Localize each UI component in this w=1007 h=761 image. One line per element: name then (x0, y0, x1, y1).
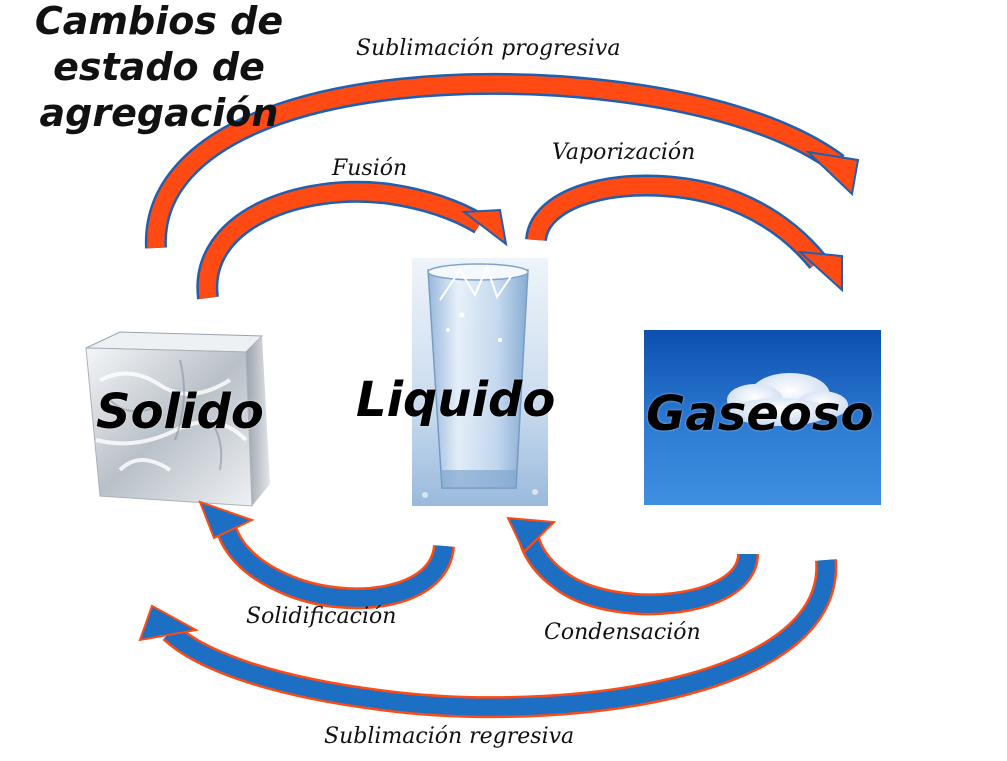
solid-label: Solido (96, 384, 264, 440)
fusion-label: Fusión (332, 156, 408, 181)
condensation-arrow (506, 516, 759, 616)
liquid-label: Liquido (356, 372, 556, 428)
sublimation-reverse-arrow (138, 559, 838, 719)
condensation-label: Condensación (544, 620, 701, 645)
sublimation-forward-arrow (144, 72, 860, 249)
ice-cube-icon (85, 331, 270, 507)
vaporization-arrow (525, 174, 843, 293)
vaporization-label: Vaporización (552, 140, 696, 165)
cloud-sky-icon (644, 330, 881, 505)
diagram-title: Cambios de estado de agregación (34, 0, 284, 135)
sublimation-reverse-label: Sublimación regresiva (324, 724, 575, 749)
sublimation-forward-label: Sublimación progresiva (356, 36, 621, 61)
solidification-label: Solidificación (246, 604, 397, 629)
solidification-arrow (198, 500, 455, 610)
water-glass-icon (412, 258, 548, 506)
gas-label: Gaseoso (646, 386, 874, 442)
fusion-arrow (196, 180, 508, 300)
